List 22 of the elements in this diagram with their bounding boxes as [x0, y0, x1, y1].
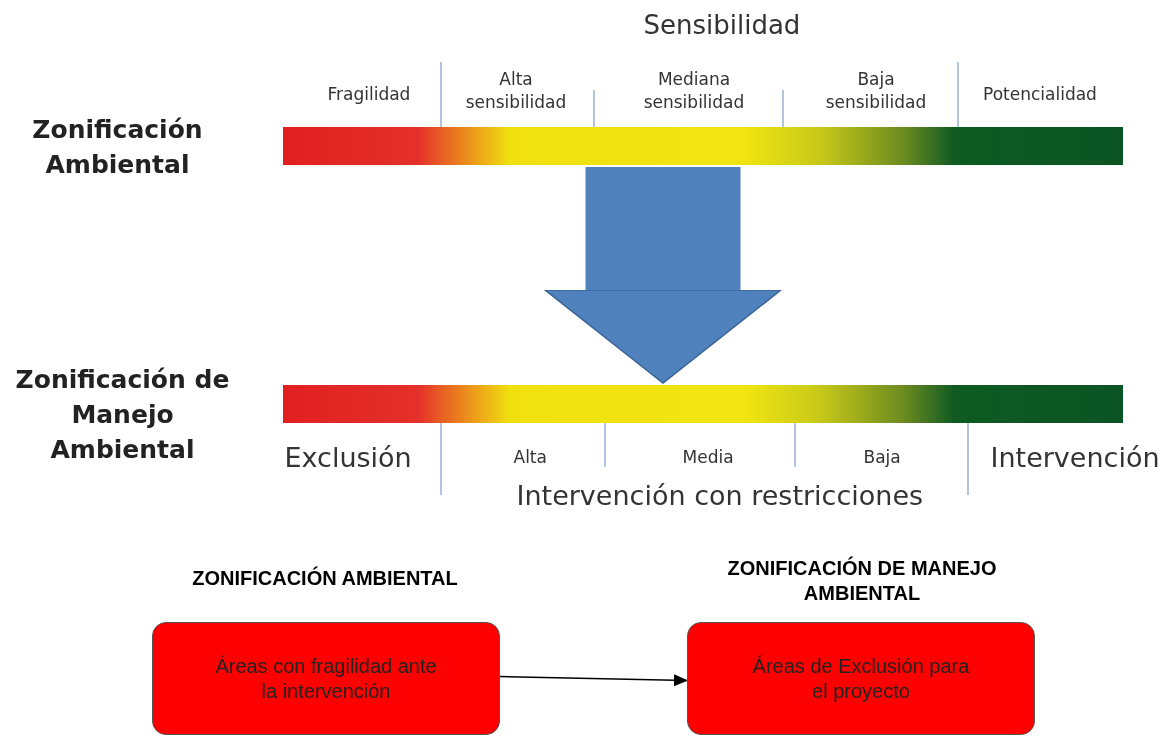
- row-label: Zonificación Ambiental: [31, 114, 204, 181]
- box-heading: ZONIFICACIÓN AMBIENTAL: [191, 566, 459, 591]
- row-label: Zonificación de Manejo Ambiental: [14, 364, 231, 466]
- gradient-bar: [283, 385, 1123, 423]
- box-text: Áreas con fragilidad ante la intervención: [214, 653, 438, 704]
- box-text: Áreas de Exclusión para el proyecto: [751, 653, 971, 704]
- scale-label: Sensibilidad: [643, 9, 801, 42]
- scale-label: Fragilidad: [327, 83, 411, 106]
- scale-label: Mediana sensibilidad: [642, 68, 746, 114]
- scale-label: Baja sensibilidad: [824, 68, 928, 114]
- scale-label: Alta: [513, 446, 547, 469]
- scale-label: Exclusión: [284, 441, 412, 475]
- scale-label: Alta sensibilidad: [464, 68, 568, 114]
- scale-label: Media: [682, 446, 734, 469]
- scale-label: Intervención con restricciones: [516, 479, 924, 513]
- scale-label: Potencialidad: [983, 83, 1097, 106]
- gradient-bar: [283, 127, 1123, 165]
- block-arrow: [544, 167, 782, 384]
- box-heading: ZONIFICACIÓN DE MANEJO AMBIENTAL: [726, 556, 998, 606]
- scale-label: Baja: [863, 446, 901, 469]
- arrow: [499, 674, 688, 687]
- scale-label: Intervención: [990, 441, 1160, 475]
